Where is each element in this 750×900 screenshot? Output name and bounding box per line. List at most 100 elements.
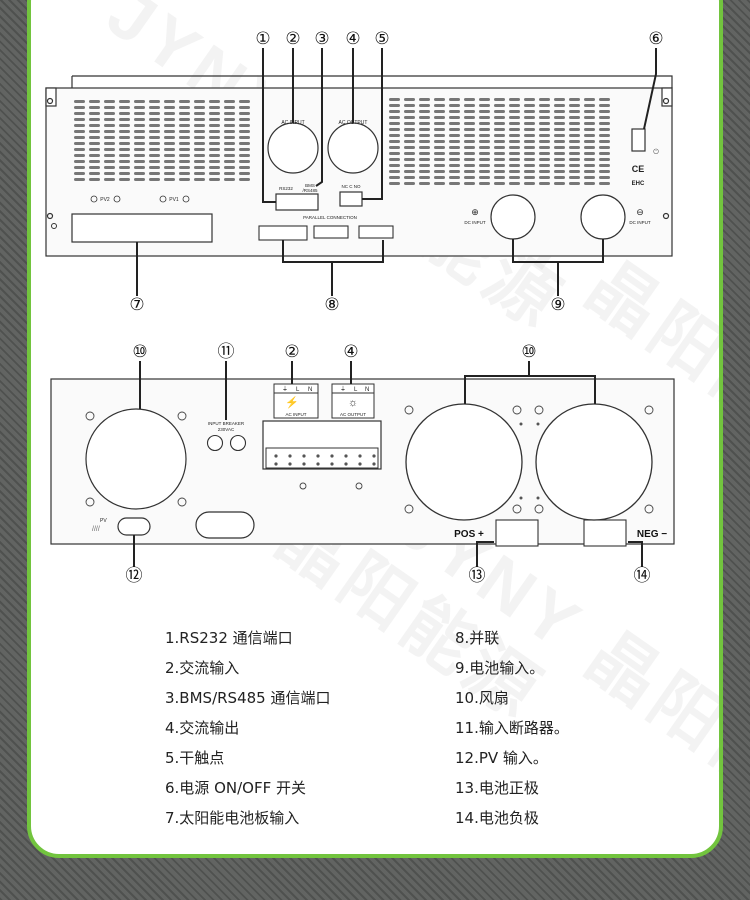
vent-slot	[449, 146, 460, 149]
vent-slot	[119, 154, 130, 157]
vent-slot	[119, 100, 130, 103]
vent-slot	[434, 122, 445, 125]
vent-slot	[119, 166, 130, 169]
vent-slot	[149, 148, 160, 151]
vent-slot	[209, 124, 220, 127]
vent-slot	[494, 122, 505, 125]
bms-label: BMS	[305, 183, 315, 188]
vent-slot	[524, 140, 535, 143]
vent-slot	[164, 130, 175, 133]
vent-slot	[404, 128, 415, 131]
vent-slot	[164, 112, 175, 115]
vent-slot	[434, 164, 445, 167]
terminal-screw	[372, 454, 376, 458]
vent-slot	[134, 118, 145, 121]
vent-slot	[539, 122, 550, 125]
vent-slots-right	[389, 98, 610, 185]
top-callout-lines	[136, 48, 657, 296]
vent-slot	[164, 136, 175, 139]
dc-input-label: DC INPUT	[629, 220, 651, 225]
pv2-label: PV2	[100, 197, 110, 203]
vent-slot	[134, 130, 145, 133]
vent-slot	[509, 134, 520, 137]
vent-slot	[509, 110, 520, 113]
vent-slot	[119, 178, 130, 181]
vent-slot	[404, 140, 415, 143]
vent-slot	[134, 136, 145, 139]
vent-slot	[584, 116, 595, 119]
vent-slot	[524, 146, 535, 149]
vent-slot	[479, 158, 490, 161]
vent-slot	[464, 146, 475, 149]
vent-slot	[134, 148, 145, 151]
vent-slot	[179, 100, 190, 103]
inverter-panel-diagram: AC INPUT AC OUTPUT RS232 BMS /RS485 NC C…	[45, 29, 675, 586]
vent-slot	[599, 176, 610, 179]
vent-slot	[179, 130, 190, 133]
vent-slot	[389, 140, 400, 143]
vent-slot	[539, 116, 550, 119]
vent-slot	[464, 116, 475, 119]
vent-slot	[524, 134, 535, 137]
vent-slot	[149, 124, 160, 127]
vent-slot	[209, 166, 220, 169]
vent-slot	[389, 158, 400, 161]
vent-slot	[599, 110, 610, 113]
vent-slot	[104, 142, 115, 145]
vent-slot	[164, 118, 175, 121]
eac-mark: EHC	[632, 181, 645, 187]
vent-slot	[239, 106, 250, 109]
terminal-l-label: L	[354, 387, 358, 393]
vent-slot	[209, 178, 220, 181]
vent-slot	[554, 170, 565, 173]
vent-slot	[524, 128, 535, 131]
vent-slot	[104, 124, 115, 127]
vent-slot	[149, 118, 160, 121]
vent-slot	[209, 130, 220, 133]
vent-slot	[539, 164, 550, 167]
vent-slot	[569, 122, 580, 125]
vent-slot	[389, 110, 400, 113]
vent-slot	[419, 98, 430, 101]
vent-slots-left	[74, 100, 250, 181]
vent-slot	[434, 152, 445, 155]
vent-slot	[209, 142, 220, 145]
terminal-n-label: N	[308, 387, 312, 393]
vent-slot	[119, 118, 130, 121]
vent-slot	[599, 104, 610, 107]
vent-slot	[599, 146, 610, 149]
vent-slot	[89, 136, 100, 139]
vent-slot	[554, 140, 565, 143]
product-card: JYNY 晶阳能源 JYNY 晶阳能源 JYNY 晶阳能源 JYNY 晶阳能源 …	[27, 0, 723, 858]
vent-slot	[224, 100, 235, 103]
vent-slot	[224, 160, 235, 163]
vent-slot	[134, 154, 145, 157]
cable-knockout	[195, 511, 255, 539]
vent-slot	[584, 128, 595, 131]
vent-slot	[464, 110, 475, 113]
vent-slot	[209, 172, 220, 175]
vent-slot	[599, 170, 610, 173]
vent-slot	[479, 170, 490, 173]
vent-slot	[584, 176, 595, 179]
terminal-screw	[316, 462, 320, 466]
vent-slot	[179, 106, 190, 109]
vent-slot	[539, 98, 550, 101]
vent-slot	[419, 170, 430, 173]
vent-slot	[164, 142, 175, 145]
vent-slot	[494, 182, 505, 185]
vent-slot	[179, 160, 190, 163]
vent-slot	[554, 134, 565, 137]
vent-slot	[224, 148, 235, 151]
vent-slot	[494, 176, 505, 179]
vent-slot	[509, 98, 520, 101]
vent-slot	[209, 148, 220, 151]
vent-slot	[104, 130, 115, 133]
top-callout-numbers: ① ② ③ ④ ⑤ ⑥ ⑦ ⑧ ⑨	[129, 29, 663, 315]
vent-slot	[134, 172, 145, 175]
vent-slot	[464, 158, 475, 161]
vent-slot	[239, 142, 250, 145]
vent-slot	[239, 118, 250, 121]
vent-slot	[539, 140, 550, 143]
vent-slot	[194, 100, 205, 103]
